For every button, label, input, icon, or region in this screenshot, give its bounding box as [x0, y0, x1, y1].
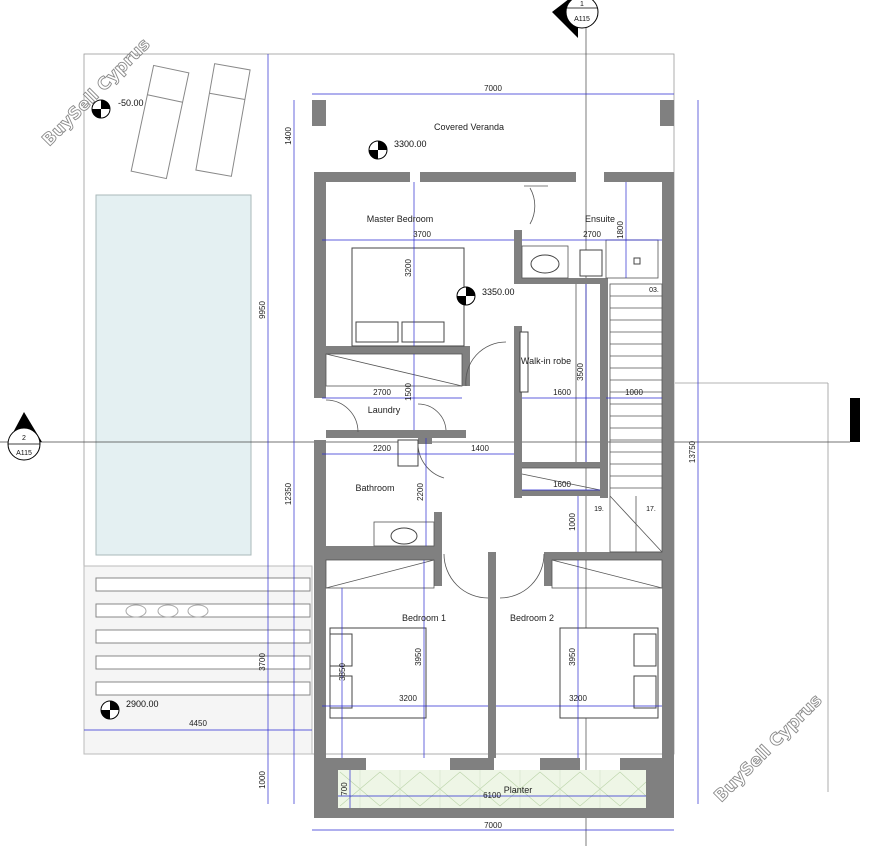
watermark-top-left: BuySell Cyprus: [39, 35, 155, 151]
stairs: [609, 283, 663, 553]
pool: [95, 194, 252, 556]
ensuite-fittings: [521, 239, 659, 279]
dim-bed2-depth: 3950: [568, 648, 577, 666]
level-text-garden: 2900.00: [126, 699, 159, 709]
dim-bath-depth: 2200: [416, 483, 425, 501]
bedroom-2-bed: [559, 627, 659, 719]
room-label-bedroom-1: Bedroom 1: [402, 613, 446, 623]
sun-lounger-2: [195, 63, 251, 177]
room-label-master-bedroom: Master Bedroom: [367, 214, 434, 224]
room-label-laundry: Laundry: [368, 405, 401, 415]
room-label-ensuite: Ensuite: [585, 214, 615, 224]
dim-left-mid: 12350: [284, 482, 293, 505]
dim-master-width: 3700: [413, 230, 431, 239]
dim-bed1-width: 3200: [399, 694, 417, 703]
dim-ensuite-width: 2700: [583, 230, 601, 239]
bedroom-1-bed: [329, 627, 427, 719]
dim-garden-depth: 3700: [258, 653, 267, 671]
level-marker-veranda: 3300.00: [368, 139, 427, 160]
dim-wir-lower: 1600: [553, 480, 571, 489]
dim-garden-width: 4450: [189, 719, 207, 728]
sun-lounger-1: [130, 64, 190, 180]
section-marker-left: 2 A115: [7, 412, 42, 461]
room-label-covered-veranda: Covered Veranda: [434, 122, 504, 132]
section-sheet-left: A115: [16, 450, 32, 457]
dim-overall-depth: 13750: [688, 440, 697, 463]
bathroom-fittings: [373, 439, 435, 547]
dim-planter-depth: 700: [340, 782, 349, 796]
dim-bottom-left: 1000: [258, 771, 267, 789]
dim-top-width: 7000: [484, 84, 502, 93]
watermark-bottom-right: BuySell Cyprus: [711, 691, 827, 807]
level-marker-first-floor: 3350.00: [456, 286, 515, 306]
dim-wir-width: 1600: [553, 388, 571, 397]
room-label-walk-in-robe: Walk-in robe: [521, 356, 571, 366]
dim-bed1-depth: 3950: [414, 648, 423, 666]
dim-bed2-width: 3200: [569, 694, 587, 703]
planter-hatch: [338, 770, 647, 808]
dim-pool-side: 9950: [258, 301, 267, 319]
master-bed: [351, 247, 465, 347]
dim-ensuite-depth: 1800: [616, 221, 625, 239]
stair-label-17: 17.: [646, 506, 656, 513]
dim-wir-depth: 3500: [576, 363, 585, 381]
dim-planter-width: 6100: [483, 791, 501, 800]
section-number-top: 1: [580, 1, 584, 8]
dim-master-depth: 3200: [404, 259, 413, 277]
dimension-lines: [84, 54, 699, 831]
dim-bed1-depth-b: 3850: [338, 663, 347, 681]
walls: [312, 100, 674, 818]
stair-label-first: 03.: [649, 287, 659, 294]
door-swings: [325, 185, 548, 599]
dim-landing: 1000: [568, 513, 577, 531]
level-text-first-floor: 3350.00: [482, 287, 515, 297]
dim-laundry-depth: 1500: [404, 383, 413, 401]
stair-label-19: 19.: [594, 506, 604, 513]
dim-hall-width: 1400: [471, 444, 489, 453]
room-label-bedroom-2: Bedroom 2: [510, 613, 554, 623]
dim-stair-width: 1000: [625, 388, 643, 397]
dim-laundry-width: 2700: [373, 388, 391, 397]
section-sheet-top: A115: [574, 16, 590, 23]
room-label-bathroom: Bathroom: [355, 483, 394, 493]
dim-veranda-depth: 1400: [284, 127, 293, 145]
wardrobes: [325, 284, 663, 589]
level-text-pool: -50.00: [118, 98, 144, 108]
garden-benches: [83, 565, 313, 755]
section-number-left: 2: [22, 435, 26, 442]
dim-bath-width: 2200: [373, 444, 391, 453]
level-marker-pool: -50.00: [91, 98, 144, 119]
section-marker-top: 1 A115: [552, 0, 599, 38]
level-marker-garden: 2900.00: [100, 699, 159, 720]
dim-bottom-width: 7000: [484, 821, 502, 830]
room-label-planter: Planter: [504, 785, 533, 795]
level-text-veranda: 3300.00: [394, 139, 427, 149]
